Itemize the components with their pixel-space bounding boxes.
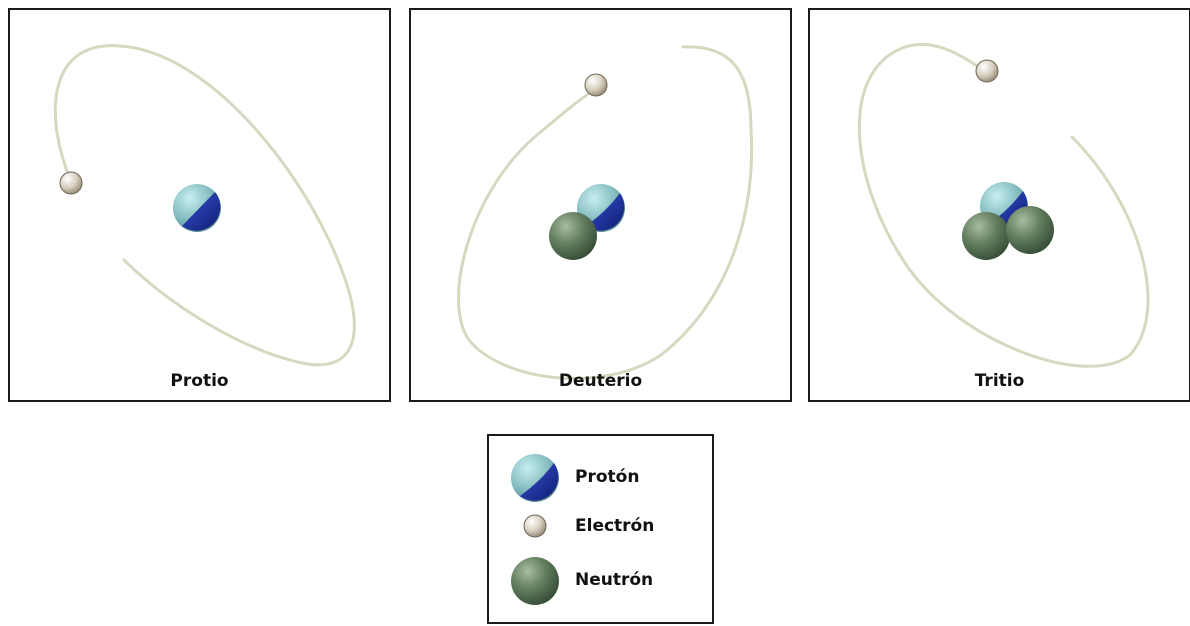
deuterium-panel: Deuterio: [409, 8, 792, 402]
electron: [975, 59, 999, 83]
panel-label: Tritio: [974, 371, 1025, 391]
legend-label-proton: Protón: [575, 467, 640, 487]
panel-label: Protio: [170, 371, 229, 391]
neutron-icon: [511, 557, 559, 605]
neutron: [962, 212, 1010, 260]
legend-icons: [511, 454, 559, 605]
protium-panel: Protio: [8, 8, 391, 402]
tritium-diagram: [857, 42, 1150, 368]
electron-orbit: [857, 42, 1150, 368]
deuterium-diagram: [457, 45, 754, 381]
proton: [173, 184, 221, 232]
protium-diagram: [53, 44, 356, 367]
electron: [59, 171, 83, 195]
proton-icon: [511, 454, 559, 502]
tritium-panel: Tritio: [808, 8, 1190, 402]
electron-orbit: [457, 45, 754, 381]
neutron: [1006, 206, 1054, 254]
electron: [584, 73, 608, 97]
legend-label-electron: Electrón: [575, 516, 655, 536]
electron-icon: [523, 514, 547, 538]
neutron: [549, 212, 597, 260]
legend: Protón Electrón Neutrón: [487, 434, 714, 624]
panel-label: Deuterio: [558, 371, 643, 391]
electron-orbit: [53, 44, 356, 367]
legend-label-neutron: Neutrón: [575, 570, 654, 590]
